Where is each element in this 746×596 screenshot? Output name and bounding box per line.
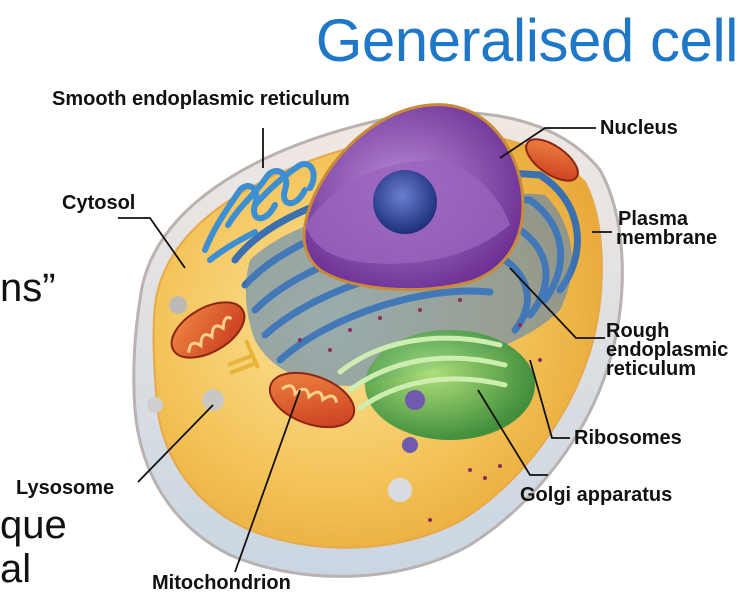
golgi-vesicle	[402, 437, 418, 453]
lysosome-shape	[202, 389, 224, 411]
label-lysosome: Lysosome	[16, 477, 115, 499]
nucleolus-shape	[373, 170, 437, 234]
ribosome-dots	[298, 298, 542, 522]
mitochondrion-right	[525, 138, 579, 182]
golgi-vesicle	[405, 390, 425, 410]
label-plasma-membrane-line1: Plasma	[618, 208, 689, 230]
leader-lines	[118, 127, 612, 573]
label-ribosomes: Ribosomes	[574, 427, 682, 449]
background-text-fragment-3: al	[0, 547, 32, 591]
page-title: Generalised cell	[315, 7, 739, 74]
leader-ribosomes	[529, 359, 570, 439]
label-cytosol: Cytosol	[62, 192, 136, 214]
label-rough-er-line1: Rough	[606, 320, 670, 342]
label-golgi: Golgi apparatus	[520, 484, 673, 506]
label-smooth-er: Smooth endoplasmic reticulum	[52, 88, 350, 110]
label-rough-er-line2: endoplasmic	[606, 339, 729, 361]
mitochondrion-upper-cristae	[187, 316, 233, 353]
mitochondrion-lower-cristae	[281, 384, 339, 403]
label-plasma-membrane-line2: membrane	[616, 227, 718, 249]
leader-nucleus	[499, 127, 596, 159]
background-text-fragment-1: ns”	[0, 266, 56, 310]
background-text-fragment-2: que	[0, 503, 67, 547]
centriole-shape	[227, 339, 260, 375]
leader-golgi	[477, 389, 548, 476]
leader-mitochondrion	[234, 389, 301, 573]
leader-lysosome	[137, 404, 214, 483]
vesicle-shape	[147, 397, 163, 413]
label-rough-er-line3: reticulum	[606, 358, 697, 380]
golgi-stacks	[337, 335, 508, 411]
smooth-er-shape	[202, 161, 317, 263]
label-nucleus: Nucleus	[600, 117, 678, 139]
leader-cytosol	[118, 217, 186, 269]
label-mitochondrion: Mitochondrion	[152, 572, 291, 594]
vesicle-shape	[169, 296, 187, 314]
leader-rough-er	[509, 267, 605, 339]
mitochondrion-upper	[170, 301, 246, 359]
vesicle-shape	[388, 478, 412, 502]
